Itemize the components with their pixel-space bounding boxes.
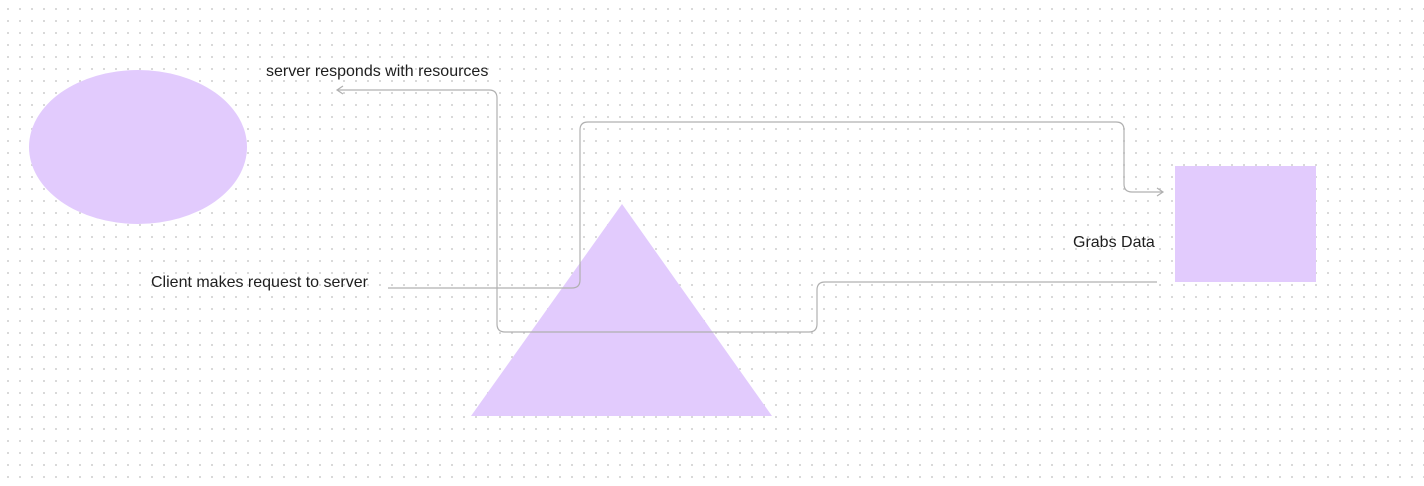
server-response-label[interactable]: server responds with resources — [266, 63, 489, 80]
response-connector[interactable] — [338, 89, 1157, 333]
rectangle-shape[interactable] — [1175, 166, 1316, 282]
client-request-label[interactable]: Client makes request to server — [151, 274, 368, 291]
response-arrowhead — [335, 85, 344, 95]
grabs-data-label[interactable]: Grabs Data — [1073, 234, 1155, 251]
triangle-shape[interactable] — [471, 204, 772, 416]
request-arrowhead — [1156, 187, 1165, 197]
request-connector[interactable] — [388, 121, 1162, 289]
ellipse-shape[interactable] — [29, 70, 247, 224]
